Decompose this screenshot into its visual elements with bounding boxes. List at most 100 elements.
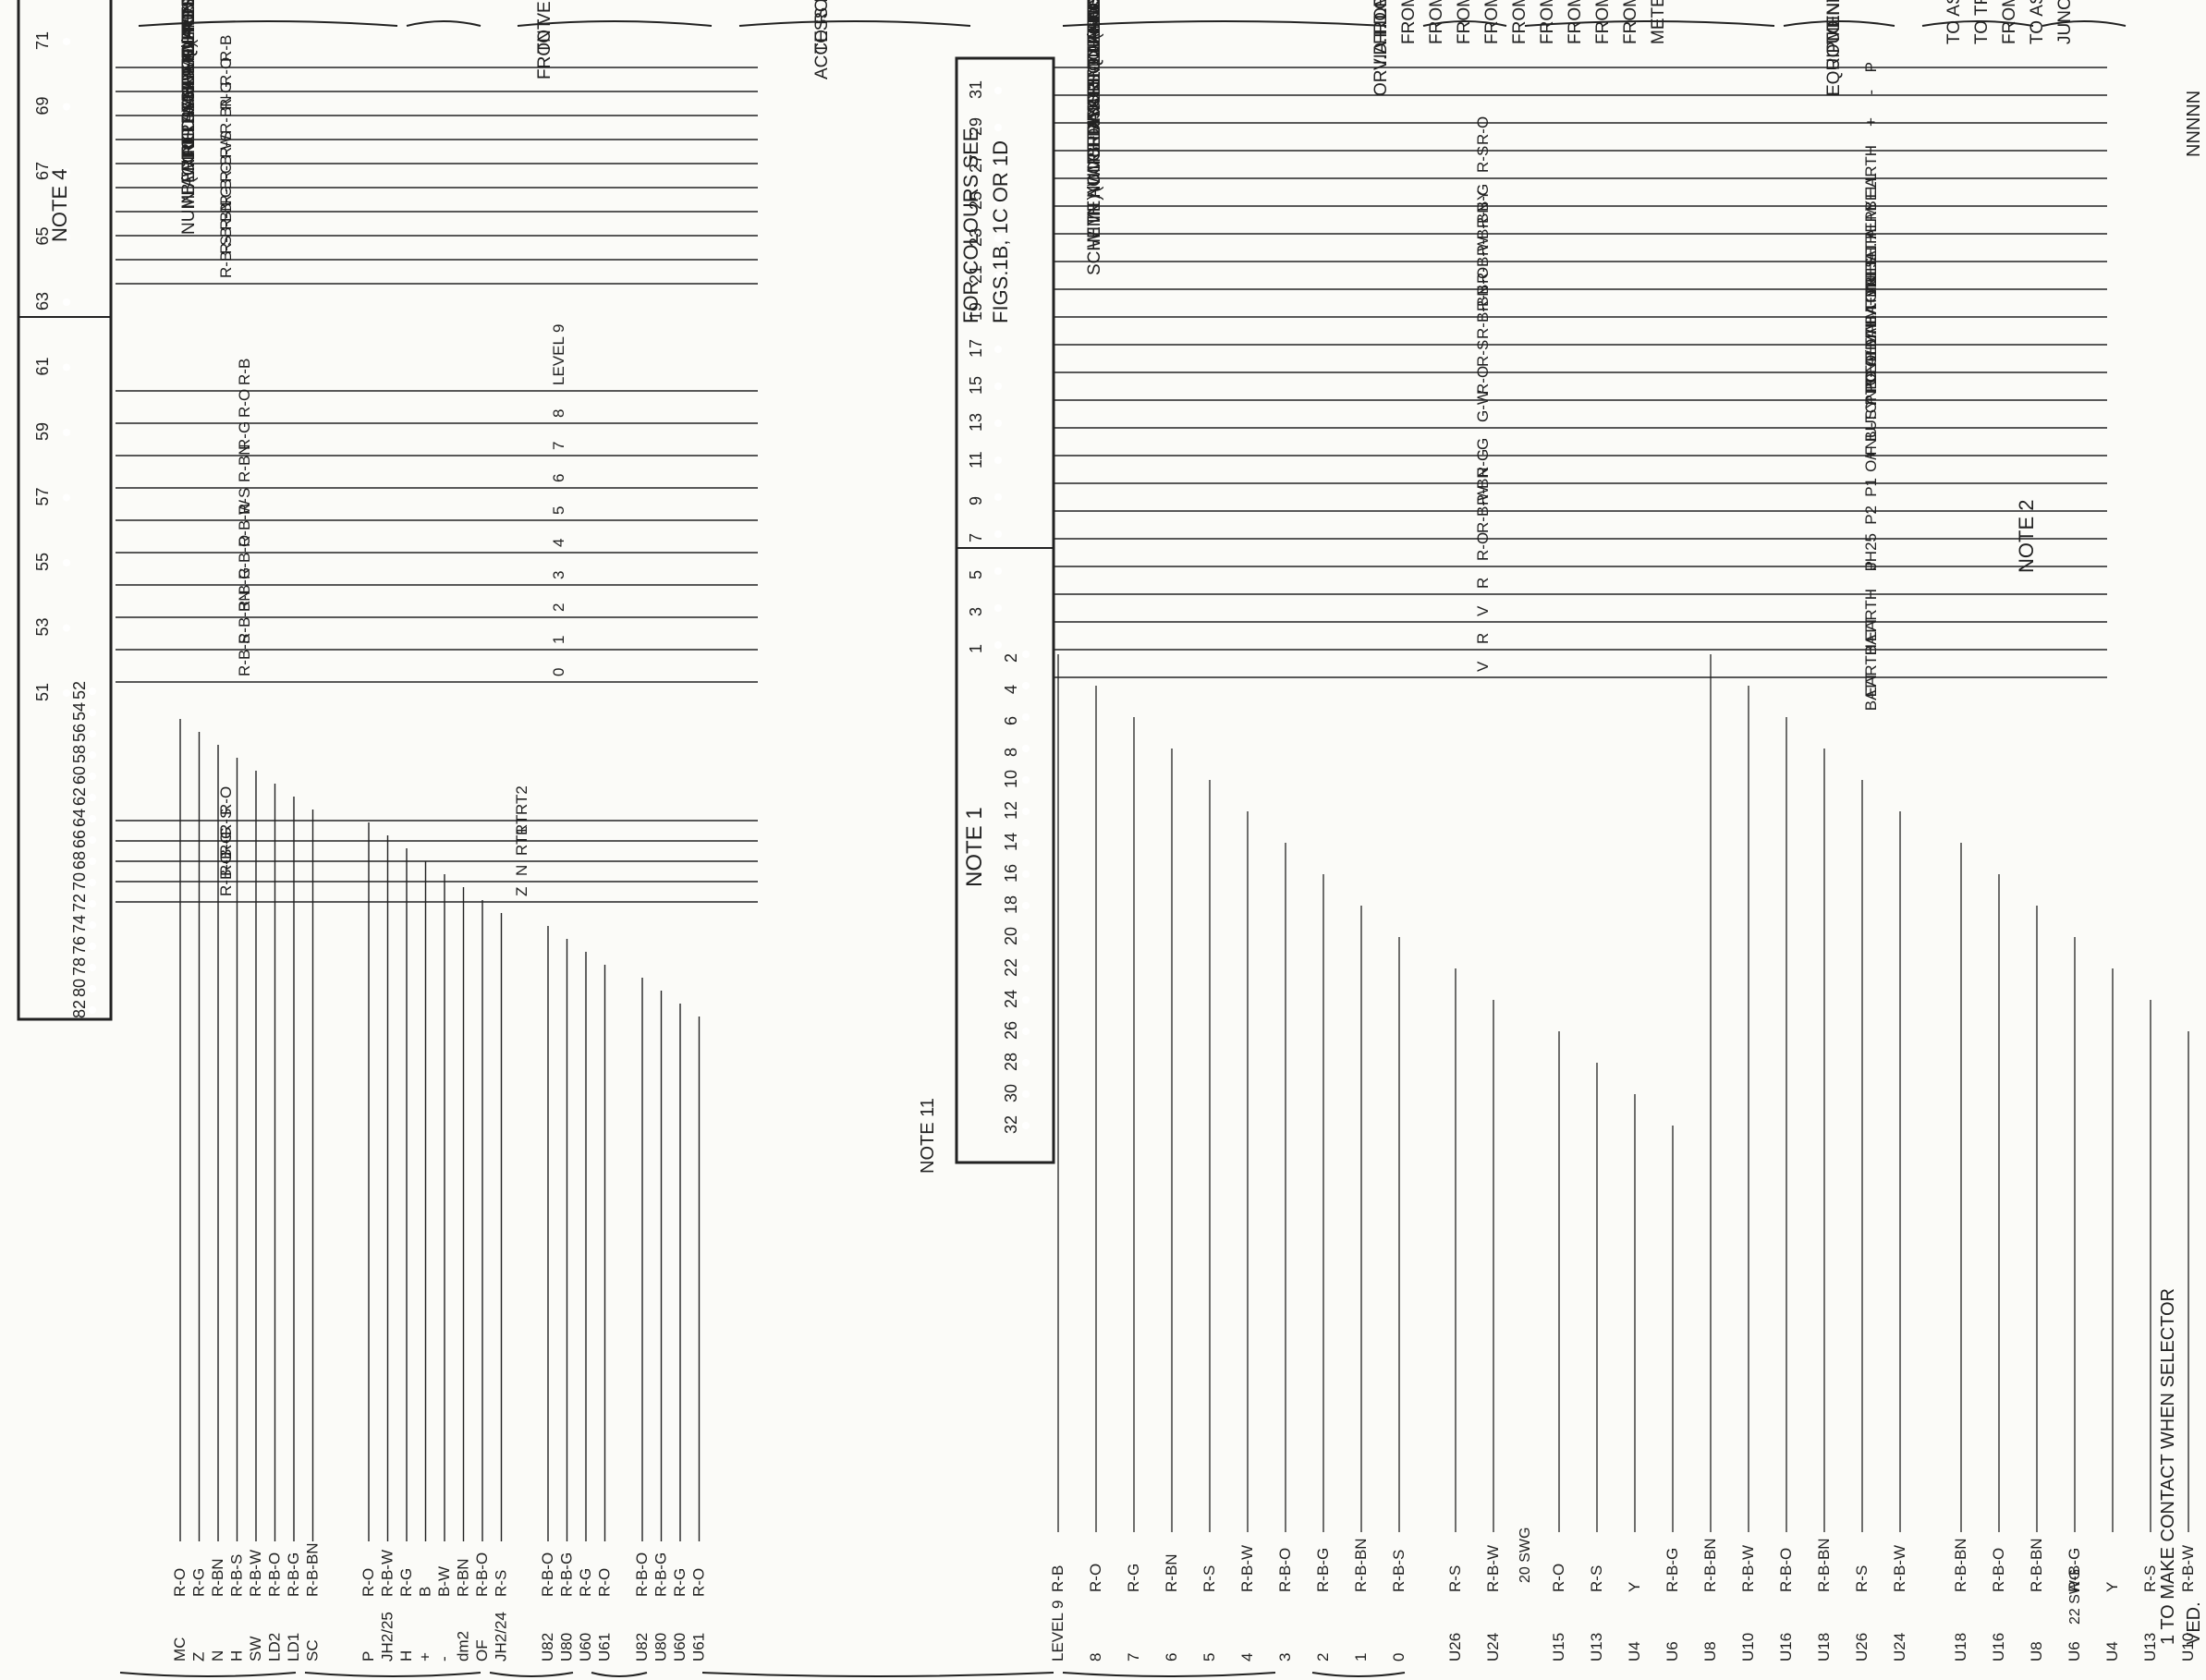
terminal-4 bbox=[1022, 682, 1030, 689]
left-wire-18: R-G bbox=[577, 1568, 594, 1597]
terminal-9 bbox=[994, 493, 1002, 501]
left-brace-0 bbox=[119, 1672, 297, 1677]
right-lower-wire-14: G bbox=[1474, 438, 1492, 450]
terminal-label-61: 61 bbox=[33, 357, 52, 375]
terminal-label-23: 23 bbox=[967, 228, 985, 247]
desc-upper-5: (WIRED AS REQUIRED bbox=[179, 0, 199, 183]
left-lead-labels: MCR-OZR-GNR-BNHR-B-SSWR-B-WLD2R-B-OLD1R-… bbox=[171, 654, 2197, 1662]
terminal-78 bbox=[89, 964, 96, 971]
right-dest-18: 1 bbox=[550, 636, 567, 644]
terminal-58 bbox=[89, 751, 96, 759]
left-lower-wire-15: R-B-G bbox=[1664, 1548, 1681, 1592]
terminal-56 bbox=[89, 730, 96, 737]
left-code-13: dm2 bbox=[455, 1631, 472, 1662]
terminal-57 bbox=[63, 493, 70, 502]
left-lower-wire-26: Y bbox=[2103, 1582, 2121, 1592]
terminal-52 bbox=[89, 688, 96, 695]
terminal-label-63: 63 bbox=[33, 292, 52, 310]
left-wire-23: R-O bbox=[690, 1568, 708, 1597]
terminal-13 bbox=[994, 420, 1002, 427]
terminals-lower: 1357911131517192123252729312468101214161… bbox=[967, 80, 1030, 1134]
left-lower-code-4: 5 bbox=[1201, 1653, 1218, 1662]
right-lower-wire-6: R-B-G bbox=[1474, 184, 1492, 228]
left-code-22: U60 bbox=[671, 1633, 689, 1662]
terminal-label-22: 22 bbox=[1002, 958, 1020, 977]
left-lower-code-24: U8 bbox=[2028, 1641, 2045, 1662]
desc-lower-4: RELAY SET CIRCUIT bbox=[1085, 0, 1104, 164]
left-code-21: U80 bbox=[652, 1633, 670, 1662]
note-4-label: NOTE 4 bbox=[48, 169, 71, 242]
terminal-65 bbox=[63, 233, 70, 241]
note-2-label: NOTE 2 bbox=[2015, 500, 2038, 573]
terminal-label-26: 26 bbox=[1002, 1021, 1020, 1040]
terminal-53 bbox=[63, 624, 70, 632]
left-code-6: LD1 bbox=[285, 1633, 302, 1662]
desc-lower-8: SCHEME) bbox=[1085, 194, 1104, 275]
right-lower-dest-18: P bbox=[1862, 561, 1880, 571]
desc-upper-4: RELAY SET CIRCUIT bbox=[179, 0, 199, 157]
right-wire-22: R-G bbox=[217, 827, 235, 856]
left-lower-code-15: U6 bbox=[1664, 1641, 1681, 1662]
right-wire-12: R-G bbox=[236, 421, 253, 450]
terminal-7 bbox=[994, 530, 1002, 538]
swg22-label: 22 SWG bbox=[2067, 1569, 2083, 1625]
terminal-16 bbox=[1022, 870, 1030, 878]
terminal-label-19: 19 bbox=[967, 302, 985, 321]
terminal-25 bbox=[994, 198, 1002, 205]
terminal-label-59: 59 bbox=[33, 422, 52, 441]
right-lower-wire-16: R-BN bbox=[1474, 467, 1492, 505]
right-lower-wire-20: V bbox=[1474, 605, 1492, 616]
right-lower-dest-2: + bbox=[1862, 117, 1880, 127]
terminal-3 bbox=[994, 604, 1002, 612]
desc-upper-1: A-S (FIGS 1C OR 1D) FROM bbox=[179, 0, 199, 79]
right-wire-10: R-B bbox=[236, 359, 253, 385]
terminal-label-69: 69 bbox=[33, 96, 52, 115]
desc-upper-11: ACCESS EQUIPMENT bbox=[812, 0, 832, 79]
right-lower-wire-7: R-B-BN bbox=[1474, 201, 1492, 256]
terminal-label-82: 82 bbox=[70, 1000, 89, 1018]
right-lower-wire-13: G-W bbox=[1474, 390, 1492, 422]
left-code-12: - bbox=[435, 1656, 453, 1662]
left-wire-8: R-O bbox=[360, 1568, 377, 1597]
terminal-10 bbox=[1022, 776, 1030, 784]
terminal-15 bbox=[994, 383, 1002, 390]
terminal-27 bbox=[994, 161, 1002, 168]
right-dest-17: 2 bbox=[550, 603, 567, 612]
terminal-5 bbox=[994, 567, 1002, 575]
left-wire-20: R-B-O bbox=[633, 1552, 651, 1597]
right-lower-dest-14: + bbox=[1862, 450, 1880, 459]
right-lower-dest-4: BELL bbox=[1862, 173, 1880, 212]
left-code-7: SC bbox=[304, 1639, 322, 1662]
right-lower-dest-20: BATT bbox=[1862, 616, 1880, 655]
left-code-15: JH2/24 bbox=[493, 1612, 510, 1662]
terminal-label-74: 74 bbox=[70, 915, 89, 933]
terminal-label-60: 60 bbox=[70, 766, 89, 785]
right-lower-wire-18: R-O bbox=[1474, 532, 1492, 561]
right-wire-23: R-B-G bbox=[217, 832, 235, 876]
left-code-14: OF bbox=[473, 1639, 491, 1662]
colours-note: FOR COLOURS SEE bbox=[959, 128, 982, 323]
terminal-19 bbox=[994, 309, 1002, 316]
right-wire-7: R-B-G bbox=[217, 186, 235, 230]
terminal-label-52: 52 bbox=[70, 681, 89, 700]
right-wire-20: R-O bbox=[217, 786, 235, 815]
colours-note-2: FIGS.1B, 1C OR 1D bbox=[989, 140, 1012, 323]
terminal-label-28: 28 bbox=[1002, 1053, 1020, 1071]
terminal-label-15: 15 bbox=[967, 376, 985, 395]
terminal-label-12: 12 bbox=[1002, 801, 1020, 820]
terminal-54 bbox=[89, 709, 96, 716]
right-dest-19: 0 bbox=[550, 668, 567, 676]
right-dest-22: RT1 bbox=[513, 826, 530, 856]
right-wire-15: R-B-W bbox=[236, 500, 253, 547]
terminal-71 bbox=[63, 38, 70, 45]
terminal-label-56: 56 bbox=[70, 724, 89, 742]
right-dest-21: RT bbox=[513, 815, 530, 835]
terminal-label-4: 4 bbox=[1002, 685, 1020, 694]
right-lower-wire-17: R-B-W bbox=[1474, 486, 1492, 533]
terminal-label-76: 76 bbox=[70, 936, 89, 955]
right-lower-dest-1: - bbox=[1862, 90, 1880, 95]
terminal-29 bbox=[994, 124, 1002, 131]
desc-upper-7: NUMBERING SCHEME) bbox=[179, 42, 199, 235]
desc-upper-8: TO VERTICAL BANK bbox=[535, 0, 555, 54]
